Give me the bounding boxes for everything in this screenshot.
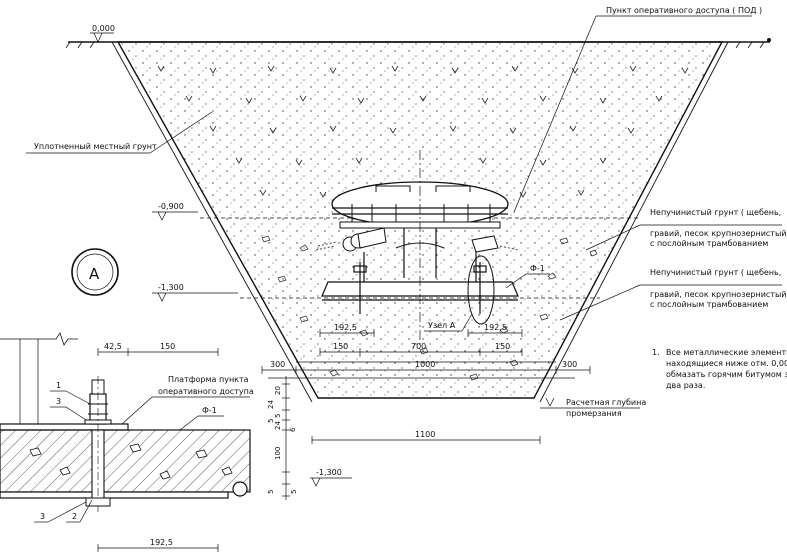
node-a-symbol: А xyxy=(71,248,119,296)
platform-label-line2: оперативного доступа xyxy=(158,387,254,396)
dim-150-left: 150 xyxy=(333,342,348,351)
round-bar xyxy=(232,481,248,497)
node-a-letter: А xyxy=(89,265,100,283)
dim-42-5: 42,5 xyxy=(104,342,122,351)
note-line3: обмазать горячим битумом за xyxy=(666,370,787,379)
callout-3-top: 3 xyxy=(56,397,61,406)
f1-main-label: Ф-1 xyxy=(530,264,545,273)
callout-1: 1 xyxy=(56,381,61,390)
compacted-soil-marks xyxy=(157,65,689,198)
concrete-chips xyxy=(29,443,233,480)
nonheaving1-line1: Непучинистый грунт ( щебень, xyxy=(650,208,781,217)
level-0000: 0,000 xyxy=(92,24,115,33)
design-depth-line2: промерзания xyxy=(566,409,622,418)
dim-150-right: 150 xyxy=(495,342,510,351)
note-line2: находящиеся ниже отм. 0,000 xyxy=(666,359,787,368)
main-dimensions xyxy=(261,329,591,444)
ground-end-marker xyxy=(767,38,771,42)
platform-plate xyxy=(0,423,129,431)
dim-v-20: 20 xyxy=(274,386,282,395)
dim-v-5c: 5 xyxy=(267,490,275,494)
ground-ticks xyxy=(65,41,765,49)
nonheaving2-line1: Непучинистый грунт ( щебень, xyxy=(650,268,781,277)
level-1300: -1,300 xyxy=(158,283,184,292)
dim-v-6: 6 xyxy=(289,427,297,432)
dim-300-right: 300 xyxy=(562,360,577,369)
dim-700: 700 xyxy=(411,342,426,351)
nonheaving1-line2: гравий, песок крупнозернистый ) xyxy=(650,229,787,238)
dim-v-5a: 5 xyxy=(274,414,282,418)
note-number: 1. xyxy=(652,348,660,357)
pod-leader xyxy=(513,15,597,213)
slope-line-left xyxy=(111,41,313,403)
node-a-circle xyxy=(467,255,495,325)
note-line1: Все металлические элементы, xyxy=(666,348,787,357)
vertical-dimension-chain xyxy=(282,376,290,500)
concrete-footing xyxy=(0,429,251,493)
compacted-soil-label: Уплотненный местный грунт xyxy=(34,142,157,151)
callout-3-bottom: 3 xyxy=(40,512,45,521)
pit-section xyxy=(65,38,771,403)
dim-v-24b: 24 xyxy=(274,421,282,430)
dim-192-5-left: 192,5 xyxy=(334,323,357,332)
dim-1100: 1100 xyxy=(415,430,435,439)
dim-192-5-right: 192,5 xyxy=(484,323,507,332)
dim-300-left: 300 xyxy=(270,360,285,369)
callout-2: 2 xyxy=(72,512,77,521)
dim-v-5d: 5 xyxy=(290,490,298,494)
nonheaving1-line3: с послойным трамбованием xyxy=(650,239,768,248)
platform-label-line1: Платформа пункта xyxy=(168,375,249,384)
bottom-plate xyxy=(0,491,229,499)
dim-v-100: 100 xyxy=(274,447,282,460)
dim-v-24: 24 xyxy=(267,400,275,409)
nonheaving2-line3: с послойным трамбованием xyxy=(650,300,768,309)
node-a-label: Узел А xyxy=(428,321,456,330)
note-line4: два раза. xyxy=(666,381,705,390)
dim-192-5-detail: 192,5 xyxy=(150,538,173,547)
design-depth-line1: Расчетная глубина xyxy=(566,398,646,407)
level-1300-detail: -1,300 xyxy=(316,468,342,477)
f1-detail-label: Ф-1 xyxy=(202,406,217,415)
dim-v-5b: 5 xyxy=(267,419,275,423)
level-0900: -0,900 xyxy=(158,202,184,211)
dim-150-detail: 150 xyxy=(160,342,175,351)
dim-1000: 1000 xyxy=(415,360,435,369)
nonheaving2-line2: гравий, песок крупнозернистый ) xyxy=(650,290,787,299)
node-a-detail xyxy=(0,332,251,552)
slope-line-right xyxy=(539,41,729,403)
pod-label: Пункт оперативного доступа ( ПОД ) xyxy=(606,6,762,15)
